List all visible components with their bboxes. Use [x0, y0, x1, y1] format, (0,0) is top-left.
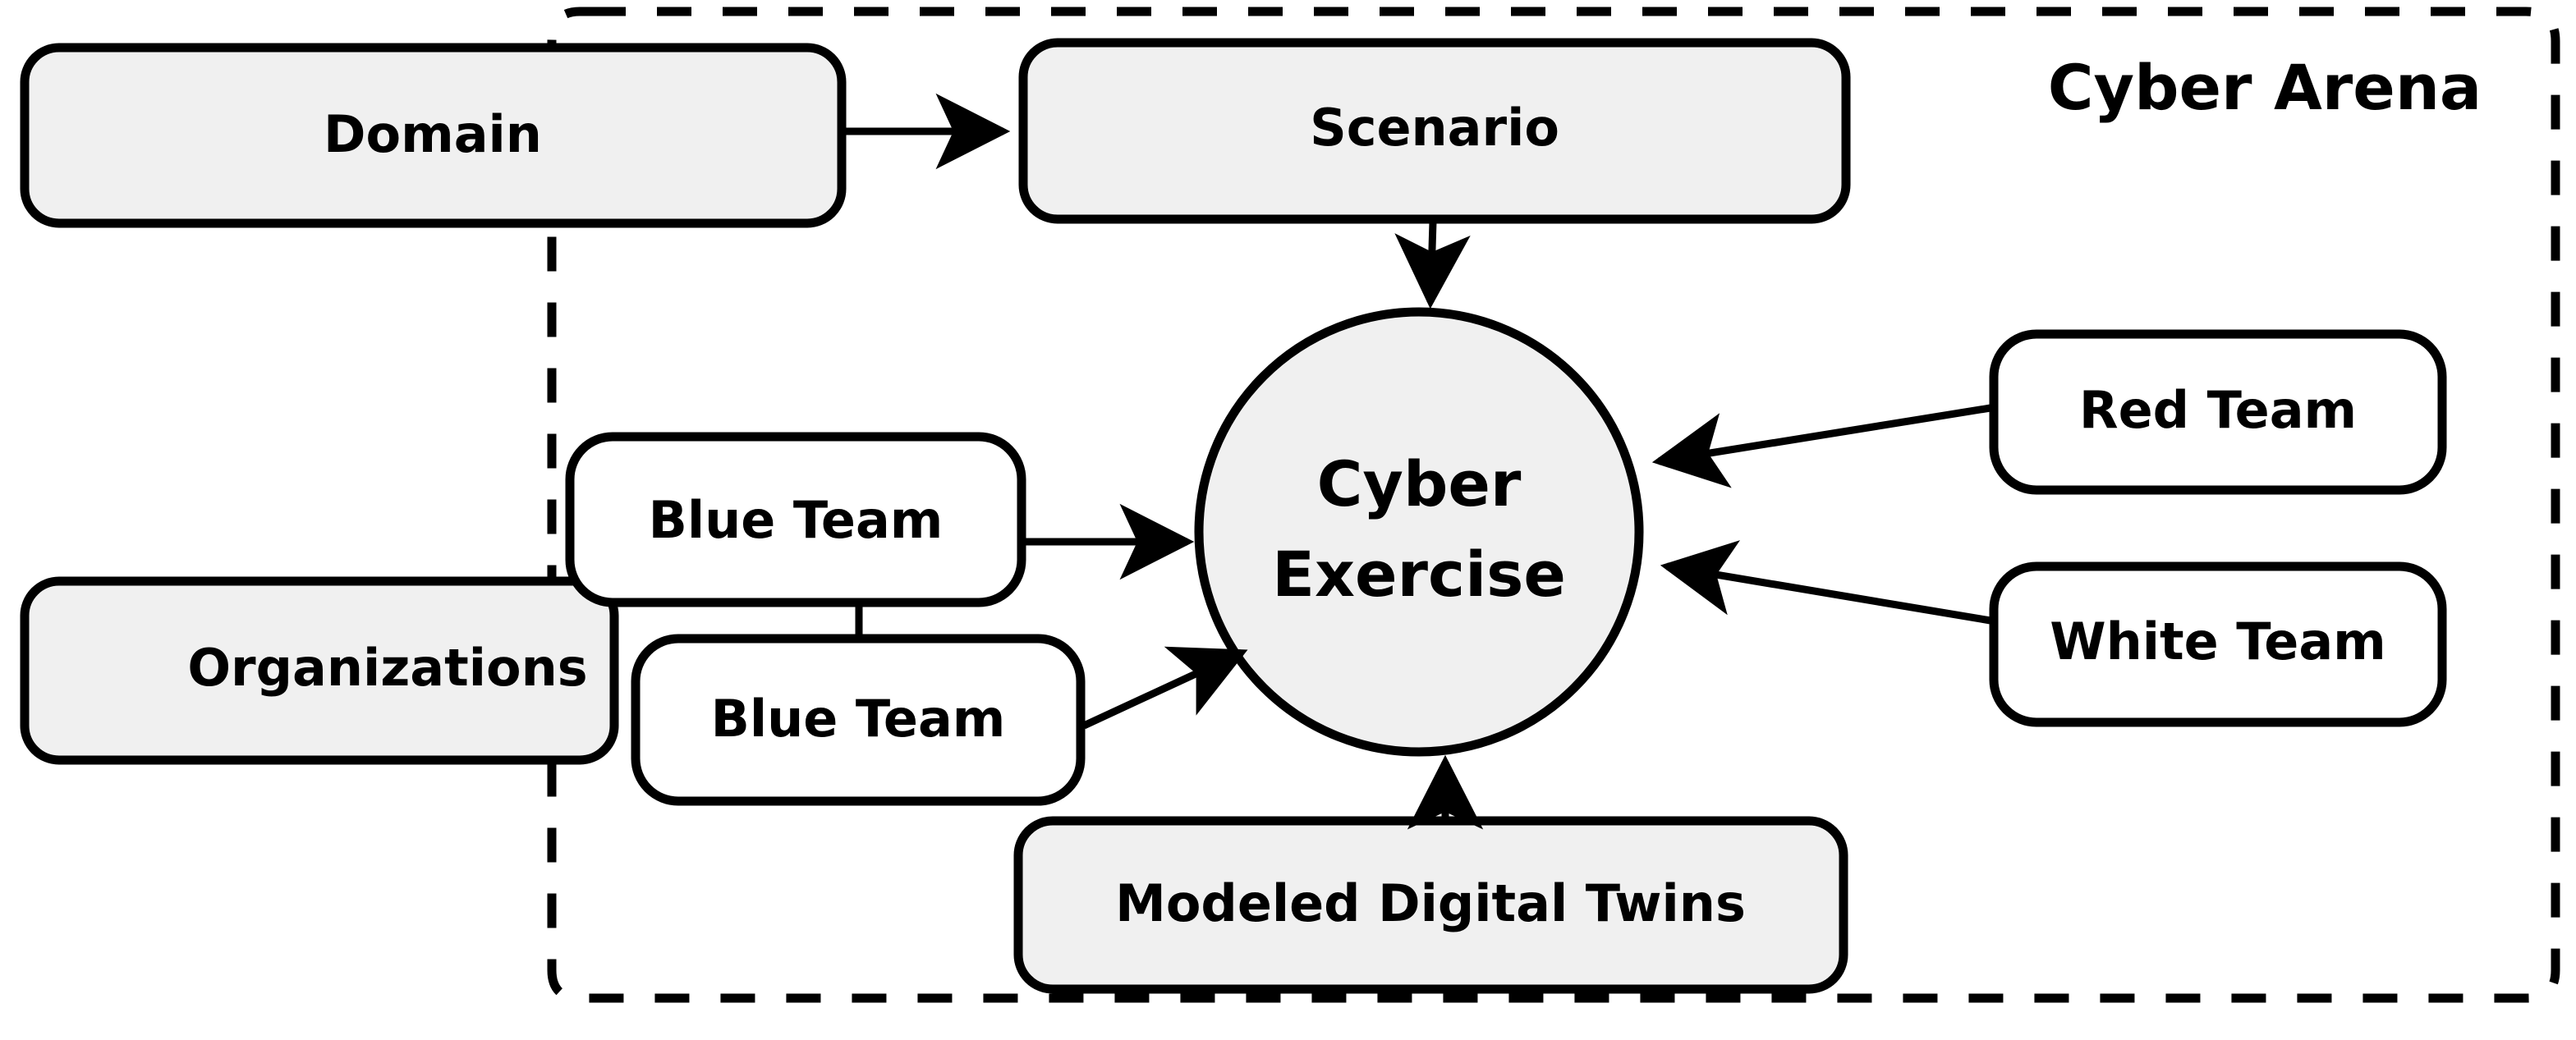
organizations-label: Organizations [187, 638, 587, 698]
edge-red-team-to-exercise [1651, 404, 1991, 488]
node-organizations[interactable]: Organizations [20, 576, 619, 765]
cyber-arena-title: Cyber Arena [2048, 51, 2482, 124]
node-white-team[interactable]: White Team [1989, 561, 2447, 727]
red-team-label: Red Team [2079, 380, 2357, 440]
cyber-exercise-circle[interactable] [1194, 307, 1644, 757]
arrow-white-team-exercise [1660, 540, 1991, 625]
node-domain[interactable]: Domain [20, 43, 847, 228]
red-team-box[interactable] [1989, 329, 2447, 495]
edge-white-team-to-exercise [1660, 540, 1991, 625]
white-team-label: White Team [2050, 612, 2386, 671]
organizations-box[interactable] [20, 576, 619, 765]
domain-box[interactable] [20, 43, 847, 228]
white-team-box[interactable] [1989, 561, 2447, 727]
node-cyber-exercise[interactable]: Cyber Exercise [1194, 307, 1644, 757]
node-red-team[interactable]: Red Team [1989, 329, 2447, 495]
digital-twins-label: Modeled Digital Twins [1115, 873, 1746, 933]
scenario-label: Scenario [1310, 98, 1559, 158]
edge-blue-team-2-to-exercise [1082, 646, 1248, 730]
blue-team-1-label: Blue Team [649, 490, 944, 550]
arrow-blue-team-2-exercise [1082, 646, 1248, 730]
cyber-arena-boundary [547, 7, 2560, 1003]
node-blue-team-1[interactable]: Blue Team [565, 432, 1026, 607]
arrow-red-team-exercise [1651, 404, 1991, 488]
node-blue-team-2[interactable]: Blue Team [631, 634, 1086, 806]
blue-team-2-box[interactable] [631, 634, 1086, 806]
arrow-scenario-exercise [1394, 221, 1471, 309]
domain-label: Domain [324, 104, 542, 164]
cyber-exercise-label-line-2: Exercise [1272, 538, 1566, 611]
node-scenario[interactable]: Scenario [1018, 38, 1851, 224]
scenario-box[interactable] [1018, 38, 1851, 224]
boundary-dashed-path [547, 7, 2560, 1003]
cyber-exercise-label-line-1: Cyber [1317, 447, 1522, 520]
blue-team-2-label: Blue Team [711, 689, 1006, 749]
blue-team-1-box[interactable] [565, 432, 1026, 607]
edge-scenario-to-exercise [1394, 221, 1471, 309]
node-digital-twins[interactable]: Modeled Digital Twins [1013, 816, 1848, 994]
